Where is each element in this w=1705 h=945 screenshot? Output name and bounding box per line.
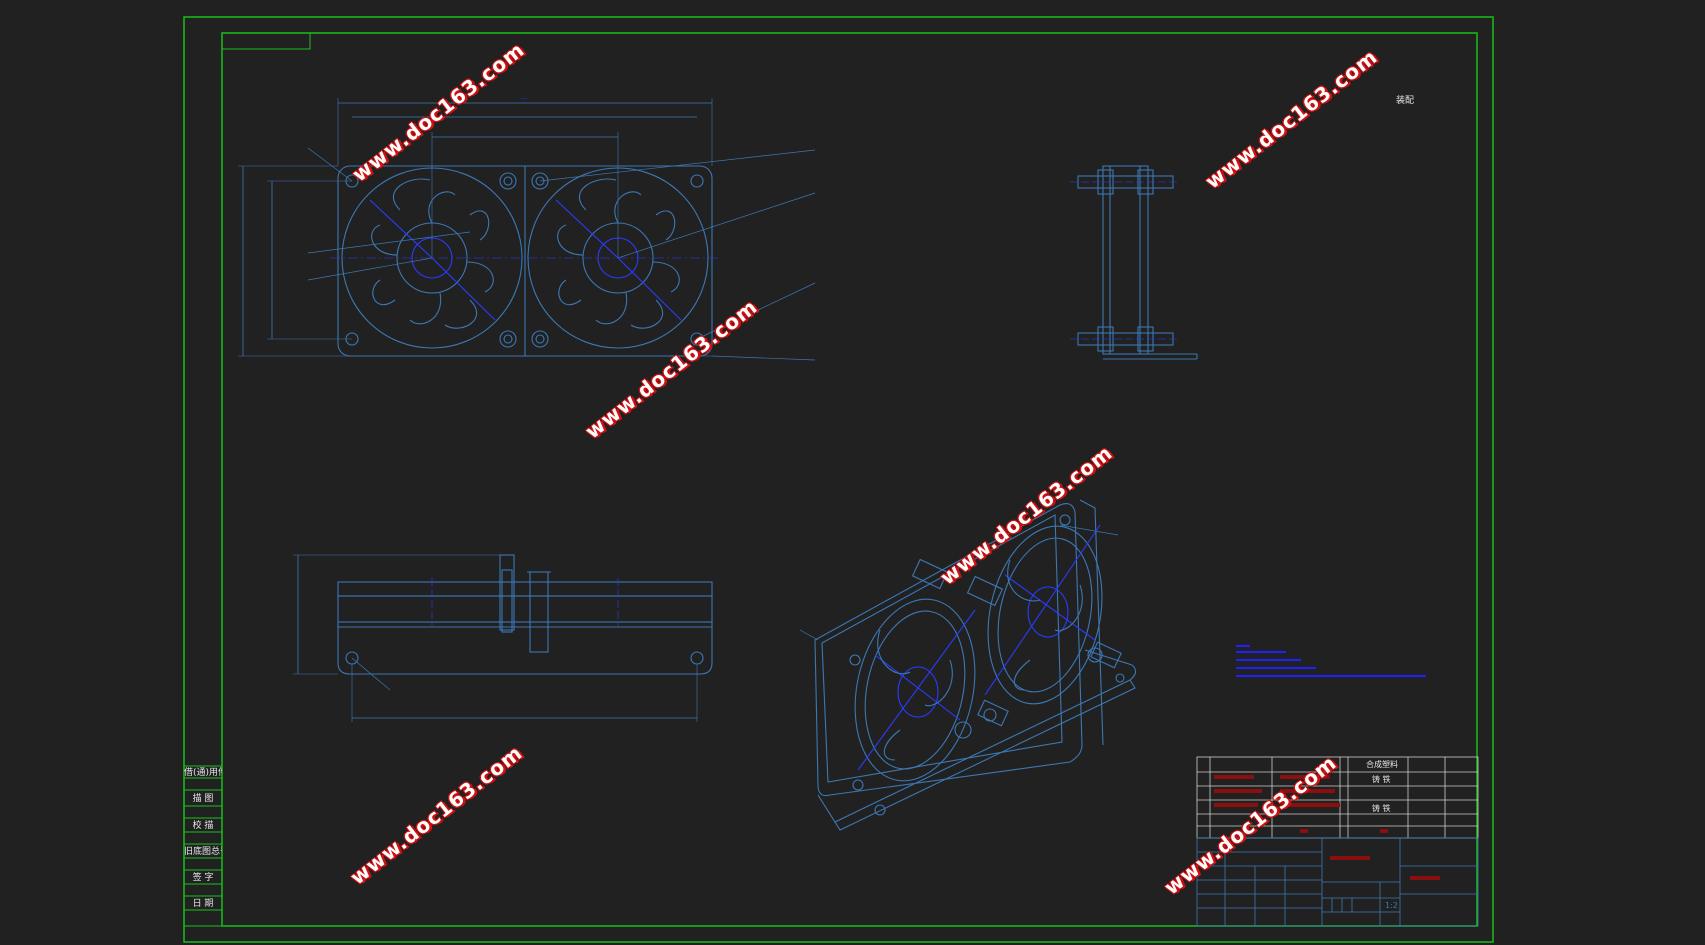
side-label-old-drawing-no: 旧底图总号 <box>184 847 222 857</box>
bom-material-2: 铸 铁 <box>1372 775 1391 784</box>
technical-notes <box>1236 645 1426 677</box>
side-label-signature: 签 字 <box>192 873 214 883</box>
dim-marker: — <box>520 94 527 102</box>
outer-frame <box>183 16 1494 943</box>
side-label-register: 借(通)用件登记 <box>184 768 222 778</box>
side-label-trace: 描 图 <box>192 794 214 804</box>
corner-tab <box>221 32 311 50</box>
bom-material-3: 铸 铁 <box>1372 804 1391 813</box>
corner-label: 装配 <box>1396 96 1415 106</box>
bom-red-marks <box>1214 775 1440 880</box>
front-view <box>238 98 816 361</box>
bom-material-1: 合成塑料 <box>1366 760 1398 769</box>
inner-frame <box>221 32 1478 927</box>
title-block-scale: 1:2 <box>1385 901 1398 910</box>
top-view <box>293 554 713 722</box>
side-view <box>1070 165 1198 360</box>
side-label-check-trace: 校 描 <box>192 821 214 831</box>
side-label-date: 日 期 <box>192 899 214 909</box>
isometric-view <box>799 499 1137 831</box>
side-panel-grid <box>183 765 223 927</box>
title-block <box>1196 837 1479 927</box>
